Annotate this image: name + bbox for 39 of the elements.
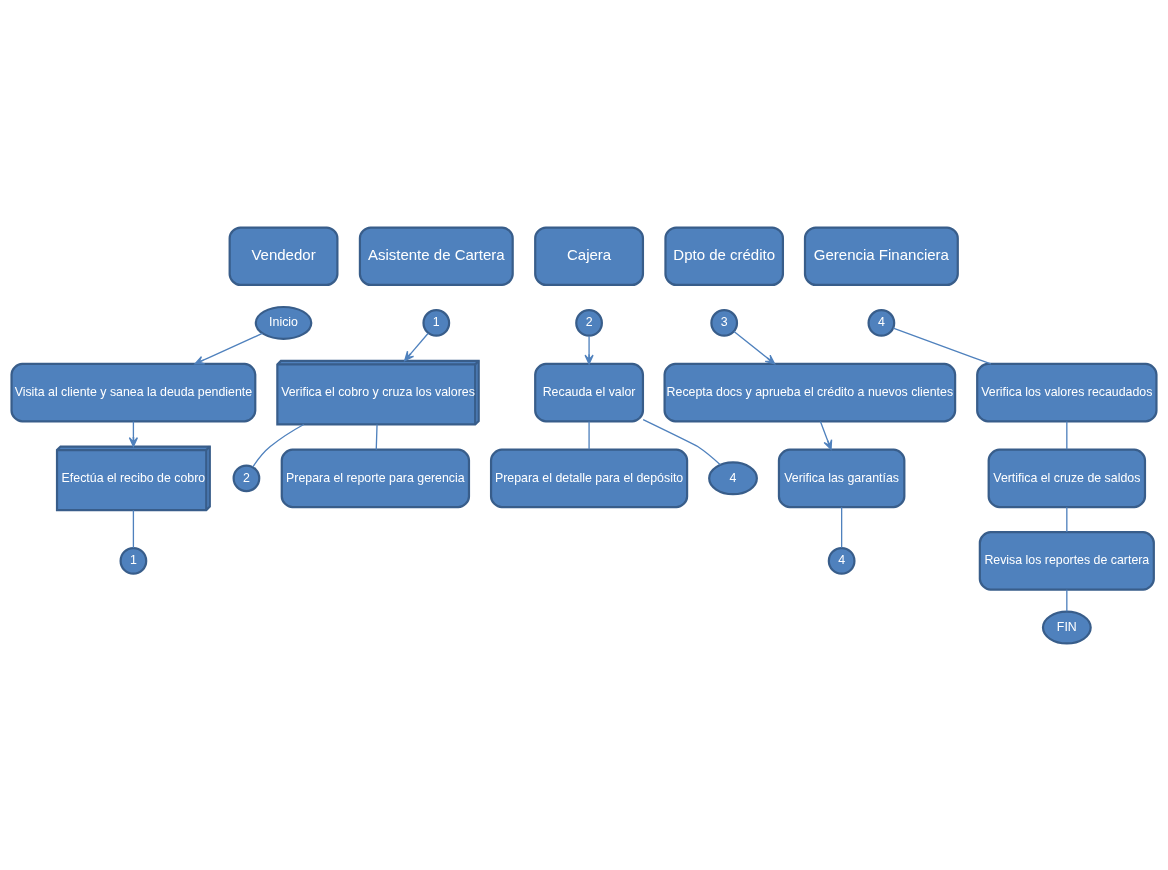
connector <box>642 418 721 465</box>
connector <box>375 423 378 450</box>
node-circle: 4 <box>867 308 896 337</box>
connector <box>132 509 135 549</box>
node-box: Revisa los reportes de cartera <box>978 530 1155 591</box>
arrow <box>194 332 263 365</box>
node-box: Recauda el valor <box>534 362 645 422</box>
node-box: Visita al cliente y sanea la deuda pendiente <box>10 362 257 422</box>
node-circle: 1 <box>422 308 451 337</box>
connector <box>1066 420 1068 450</box>
arrow <box>584 334 594 365</box>
node-box: Asistente de Cartera <box>358 225 514 286</box>
node-ellipse: Inicio <box>254 305 313 340</box>
node-box: Verifica los valores recaudados <box>976 362 1158 422</box>
connector <box>1066 588 1068 612</box>
connector <box>252 423 305 468</box>
node-box: Prepara el detalle para el depósito <box>489 448 689 508</box>
node-box: Vertifica el cruze de saldos <box>987 448 1147 508</box>
arrow <box>819 420 833 450</box>
node-circle: 2 <box>232 463 261 492</box>
node-box: Dpto de crédito <box>664 225 785 286</box>
node-box: Gerencia Financiera <box>803 225 959 286</box>
node-circle: 4 <box>827 546 856 575</box>
connector <box>588 420 590 450</box>
node-ellipse: 4 <box>708 460 758 495</box>
node-box: Cajera <box>534 225 645 286</box>
node-ellipse: FIN <box>1041 610 1092 645</box>
connector <box>892 326 992 365</box>
node-box: Prepara el reporte para gerencia <box>280 448 471 508</box>
node-circle: 1 <box>119 546 148 575</box>
arrow <box>733 330 776 364</box>
arrow <box>404 332 429 361</box>
node-box: Vendedor <box>228 225 339 286</box>
connector <box>1066 506 1068 533</box>
node-box: Recepta docs y aprueba el crédito a nuevos clientes <box>663 362 957 422</box>
node-circle: 2 <box>575 308 603 337</box>
node-circle: 3 <box>710 308 739 337</box>
node-box: Verifica las garantías <box>777 448 906 508</box>
connector <box>841 506 843 548</box>
